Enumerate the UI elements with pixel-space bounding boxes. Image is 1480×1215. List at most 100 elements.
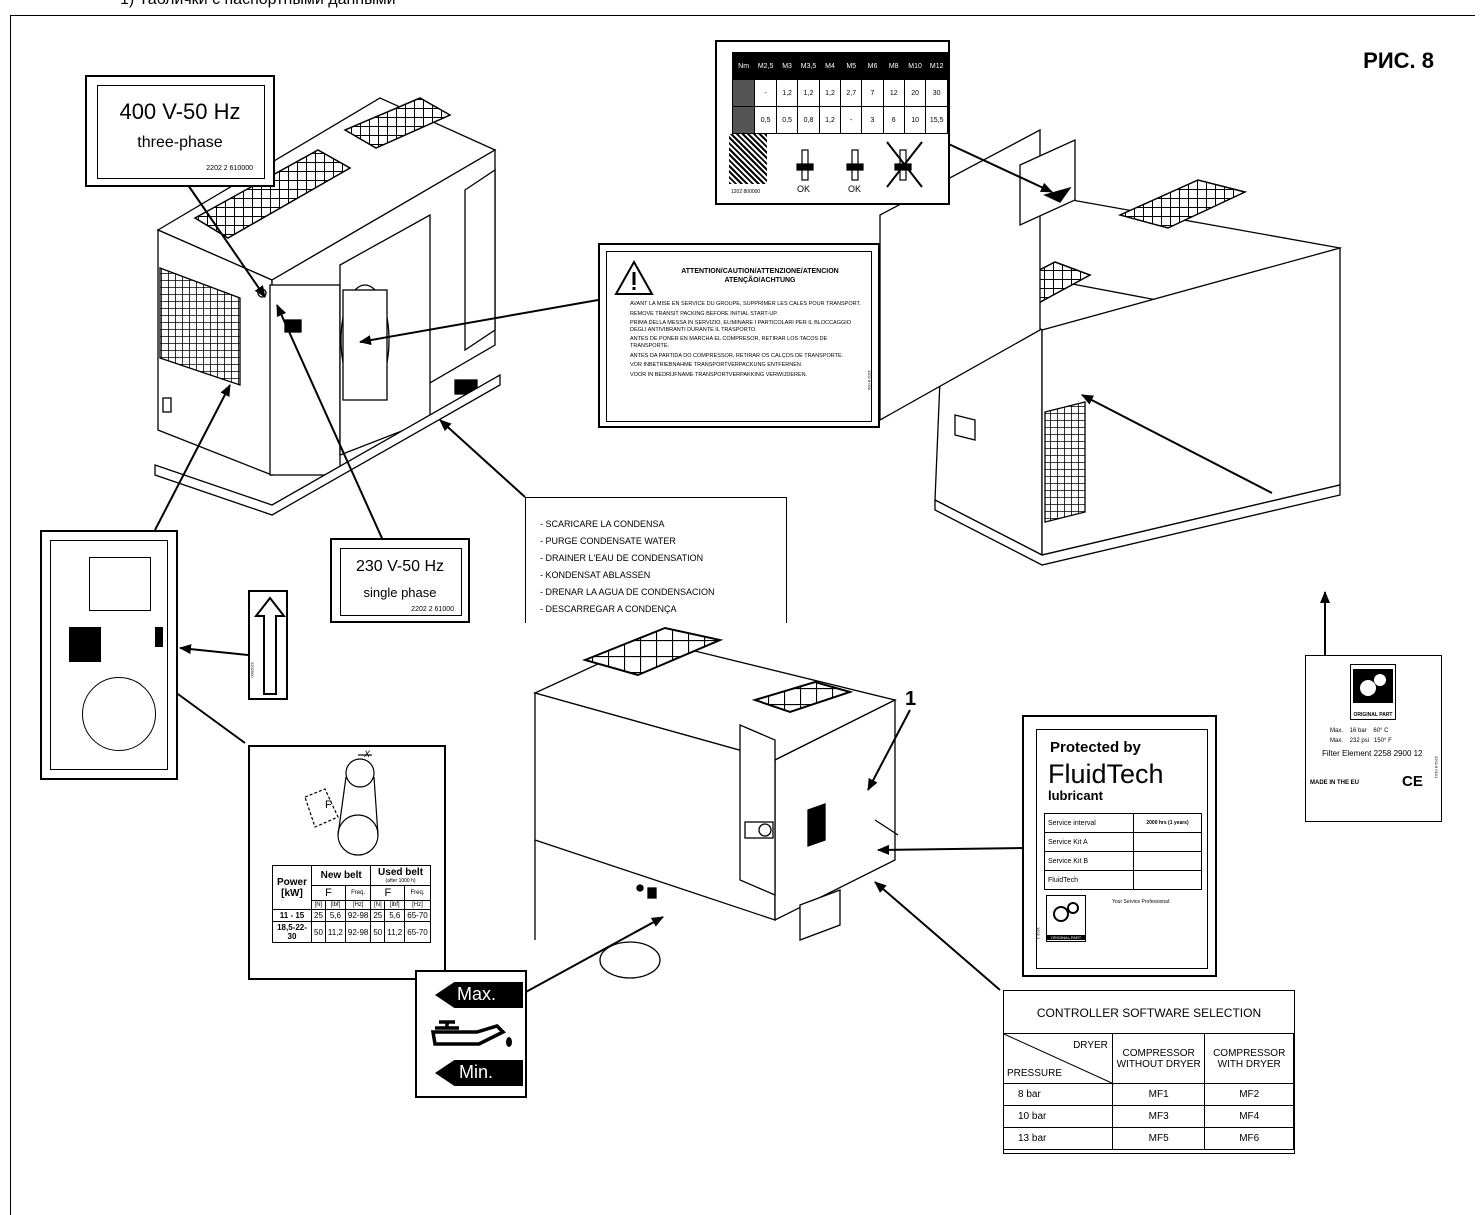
size-cell: M8: [882, 52, 905, 80]
fluidtech-label: Protected by FluidTech lubricant Service…: [1022, 715, 1217, 977]
belt-diagram: [304, 754, 379, 856]
badge-text: ORIGINAL PART: [1047, 935, 1085, 940]
unit-cell: [Hz]: [404, 900, 431, 910]
filter-line: Max. 232 psi 150° F: [1330, 738, 1392, 744]
belt-value: 11,2: [384, 921, 406, 943]
size-cell: M3,5: [797, 52, 820, 80]
belt-value: 65-70: [404, 909, 431, 922]
label-code: 1202 1: [1036, 927, 1041, 940]
corner-top: DRYER: [1073, 1040, 1108, 1051]
label-code: 2202 8 0101: [1434, 756, 1439, 779]
belt-value: 11,2: [324, 921, 346, 943]
bolt-icons: [796, 141, 923, 188]
panel-window: [89, 557, 151, 611]
icon-cell: [731, 79, 756, 107]
attention-line: VOR INBETRIEBNAHME TRANSPORTVERPACKUNG E…: [630, 362, 803, 369]
software-table: DRYER PRESSURE COMPRESSOR WITHOUT DRYER …: [1003, 1033, 1294, 1150]
ok-text: OK: [797, 184, 811, 194]
service-row: Service Kit A: [1044, 832, 1202, 852]
panel-plate-view: [40, 530, 178, 780]
head-text: Used belt: [378, 867, 424, 878]
corner-bottom: PRESSURE: [1007, 1068, 1063, 1079]
filter-element-id: Filter Element 2258 2900 12: [1322, 749, 1423, 758]
head-sub: (after 1000 h): [385, 878, 416, 884]
min-badge: [435, 1060, 523, 1086]
figure-label: РИС. 8: [1363, 48, 1434, 73]
phase-text: three-phase: [137, 134, 223, 151]
gear-icon: [1353, 669, 1393, 703]
made-in-text: MADE IN THE EU: [1310, 780, 1360, 786]
figure-frame: [10, 15, 1475, 1215]
ce-mark: CE: [1402, 773, 1423, 790]
power-head: Power[kW]: [272, 865, 312, 910]
col-head-with: COMPRESSOR WITH DRYER: [1204, 1033, 1294, 1084]
size-cell: M5: [840, 52, 863, 80]
software-code: MF1: [1111, 1083, 1206, 1106]
condensate-line: - DRENAR LA AGUA DE CONDENSACION: [540, 587, 715, 597]
pressure-cell: 13 bar: [1003, 1127, 1113, 1150]
head-text: Power: [276, 876, 307, 888]
oil-can-icon: [430, 1020, 512, 1047]
label-code: 1202 8 000: [867, 370, 872, 391]
belt-value: 50: [370, 921, 386, 943]
label-code: 1202 7: [517, 1064, 523, 1080]
attention-title: ATTENTION/CAUTION/ATTENZIONE/ATENCION AT…: [645, 267, 875, 285]
label-code: 2202 2 61000: [411, 606, 454, 613]
used-belt-head: Used belt(after 1000 h): [370, 865, 431, 886]
filter-line: Max. 16 bar 60° C: [1330, 728, 1389, 734]
condensate-line: - KONDENSAT ABLASSEN: [540, 570, 651, 580]
original-part-badge: ORIGINAL PART: [1350, 664, 1396, 720]
protected-by: Protected by: [1050, 739, 1141, 756]
software-code: MF6: [1204, 1127, 1294, 1150]
condensate-label: - SCARICARE LA CONDENSA- PURGE CONDENSAT…: [525, 497, 787, 623]
software-code: MF3: [1111, 1105, 1206, 1128]
attention-line: AVANT LA MISE EN SERVICE DU GROUPE, SUPP…: [630, 301, 861, 307]
service-value: [1133, 832, 1202, 852]
phase-text: single phase: [363, 585, 437, 600]
direction-arrow-label: 2202000: [248, 590, 288, 700]
voltage-label-single-phase: 230 V-50 Hz single phase 2202 2 61000: [330, 538, 470, 623]
attention-line: PRIMA DELLA MESSA IN SERVIZIO, ELIMINARE…: [630, 320, 852, 333]
attention-line: VOOR IN BEDRIJFNAME TRANSPORTVERPAKKING …: [630, 371, 808, 378]
x-label: X: [364, 749, 371, 759]
service-value: [1133, 851, 1202, 871]
brand-sub: lubricant: [1048, 788, 1103, 803]
service-row: FluidTech: [1044, 870, 1202, 890]
compressor-tank-view: [533, 626, 899, 979]
badge-text: ORIGINAL PART: [1353, 712, 1393, 718]
min-text: Min.: [459, 1062, 494, 1082]
service-value: [1133, 870, 1202, 890]
pressure-cell: 8 bar: [1003, 1083, 1113, 1106]
condensate-line: - SCARICARE LA CONDENSA: [540, 519, 665, 529]
attention-line: ANTES DE PONER EN MARCHA EL COMPRESOR, R…: [630, 336, 828, 349]
freq-col: Freq.: [404, 885, 431, 901]
up-arrow-icon: [253, 596, 287, 695]
belt-value: 50: [311, 921, 326, 943]
service-row: Service Kit B: [1044, 851, 1202, 871]
title-line: ATENÇÃO/ACHTUNG: [724, 277, 796, 284]
power-cell: 11 - 15: [272, 909, 312, 922]
max-badge: [435, 982, 523, 1008]
table-title: CONTROLLER SOFTWARE SELECTION: [1036, 1006, 1262, 1020]
panel-fan-circle: [82, 677, 156, 751]
condensate-line: - DESCARREGAR A CONDENÇA: [540, 604, 677, 614]
service-pro-text: Your Service Professional:: [1112, 899, 1171, 905]
service-key: Service Kit B: [1044, 851, 1134, 871]
f-col: F: [370, 885, 406, 901]
oil-level-label: Max. Min. 1202 7: [415, 970, 527, 1098]
voltage-label-three-phase: 400 V-50 Hz three-phase 2202 2 610000: [85, 75, 275, 187]
software-code: MF5: [1111, 1127, 1206, 1150]
service-key: Service Kit A: [1044, 832, 1134, 852]
pressure-cell: 10 bar: [1003, 1105, 1113, 1128]
compressor-dryer-view: [879, 128, 1343, 566]
new-belt-head: New belt: [310, 865, 372, 886]
f-label: F: [325, 799, 332, 811]
service-key: FluidTech: [1044, 870, 1134, 890]
label-code: 1202 800000: [731, 189, 761, 195]
